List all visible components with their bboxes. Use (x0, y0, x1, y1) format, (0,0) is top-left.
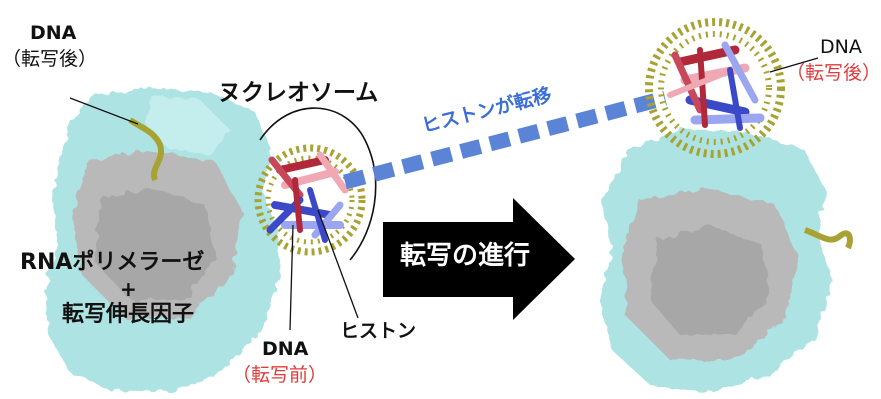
leader-line-dna-before (289, 224, 294, 331)
left-nucleosome (254, 144, 366, 256)
left-exit-dna (128, 117, 165, 182)
nucleosome-outline-arc (259, 107, 377, 261)
leader-line-dna-right (769, 57, 819, 73)
label-elongation-factor: 転写伸長因子 (62, 302, 195, 327)
histone-transfer-arrow (343, 90, 667, 190)
label-dna-before: DNA (262, 338, 309, 360)
right-exit-dna (803, 227, 853, 250)
label-histone: ヒストン (340, 320, 417, 342)
label-rna-polymerase: RNAポリメラーゼ (20, 250, 205, 275)
label-dna-before-paren: （転写前） (232, 364, 328, 386)
label-dna-after-right-paren: （転写後） (786, 62, 881, 84)
transcription-progress-arrow (383, 198, 575, 320)
label-dna-after-left: DNA (30, 22, 77, 44)
leader-line-histone (317, 209, 359, 319)
left-polymerase-complex (45, 88, 280, 392)
label-plus: + (120, 277, 137, 301)
right-nucleosome (645, 18, 785, 158)
label-nucleosome: ヌクレオソーム (218, 80, 379, 106)
label-transcription-progress: 転写の進行 (400, 241, 531, 271)
leader-line-dna-left (69, 97, 139, 125)
label-dna-after-right: DNA (820, 36, 862, 58)
label-dna-after-left-paren: （転写後） (2, 48, 98, 70)
right-polymerase-complex (600, 128, 832, 393)
